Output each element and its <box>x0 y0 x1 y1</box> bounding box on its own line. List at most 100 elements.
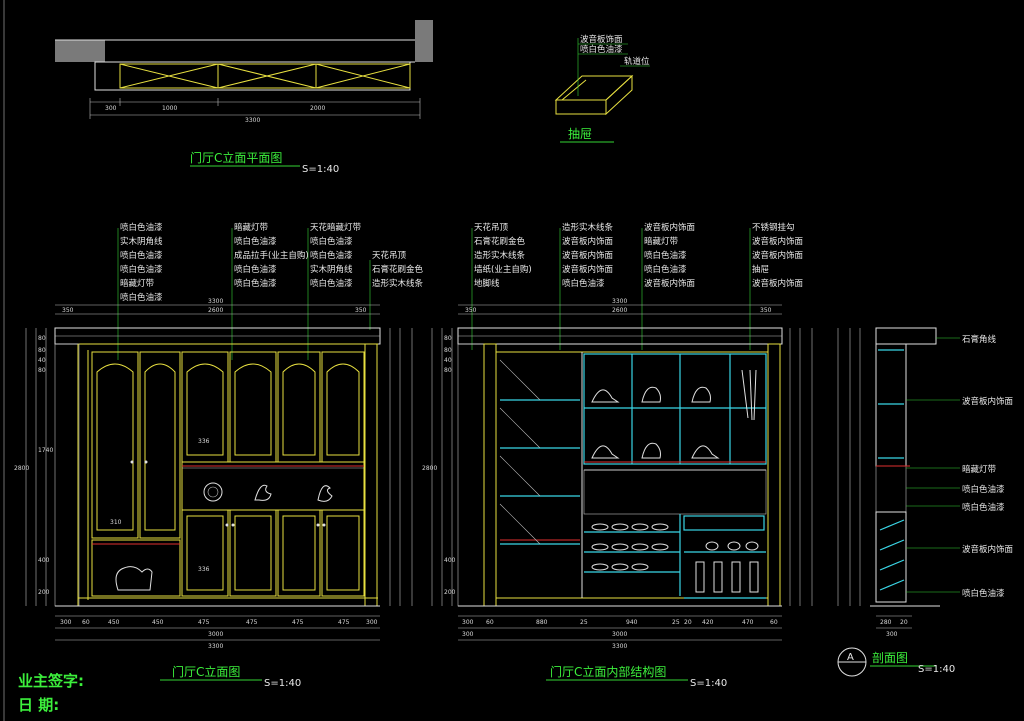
section-title: 剖面图 <box>872 651 908 665</box>
horse-ornament <box>254 484 272 501</box>
int-note: 抽屉 <box>752 264 769 275</box>
int-bottom-dim: 3300 <box>612 643 627 650</box>
owner-signature-label: 业主签字: <box>18 672 84 690</box>
int-left-dim: 80 <box>444 347 452 354</box>
elev-note: 喷白色油漆 <box>310 236 353 247</box>
int-top-dim: 3300 <box>612 298 627 305</box>
elevation-view: 喷白色油漆 实木阴角线 喷白色油漆 喷白色油漆 暗藏灯带 喷白色油漆 暗藏灯带 … <box>14 222 424 689</box>
elev-note: 喷白色油漆 <box>120 222 163 233</box>
int-top-dim: 350 <box>465 307 477 314</box>
drawer-note-1: 波音板饰面 <box>580 34 623 45</box>
elev-inner-dim: 336 <box>198 438 210 445</box>
sec-note: 石膏角线 <box>962 334 997 345</box>
sec-note: 喷白色油漆 <box>962 484 1005 495</box>
int-left-dim: 400 <box>444 557 456 564</box>
int-bottom-dim: 880 <box>536 619 548 626</box>
elev-top-dim-total: 3300 <box>208 298 223 305</box>
section-scale: S=1:40 <box>918 664 955 675</box>
elev-bottom-dim: 450 <box>108 619 120 626</box>
interior-notes-col4: 不锈钢挂勾 波音板内饰面 波音板内饰面 抽屉 波音板内饰面 <box>752 222 804 289</box>
int-left-dim: 200 <box>444 589 456 596</box>
int-note: 波音板内饰面 <box>752 250 804 261</box>
section-view: 石膏角线 波音板内饰面 暗藏灯带 喷白色油漆 喷白色油漆 波音板内饰面 喷白色油… <box>837 327 1014 677</box>
elev-top-dim-mid: 2600 <box>208 307 223 314</box>
int-bottom-dim: 20 <box>684 619 692 626</box>
int-left-dim: 2800 <box>422 465 437 472</box>
elev-note: 喷白色油漆 <box>120 292 163 303</box>
interior-notes-col3: 波音板内饰面 暗藏灯带 喷白色油漆 喷白色油漆 波音板内饰面 <box>644 222 696 289</box>
int-note: 波音板内饰面 <box>562 236 614 247</box>
elev-note: 暗藏灯带 <box>120 278 155 289</box>
plan-wall-left <box>55 40 105 62</box>
int-note: 喷白色油漆 <box>644 250 687 261</box>
int-top-dim: 350 <box>760 307 772 314</box>
elev-left-dim: 80 <box>38 335 46 342</box>
elev-bottom-dim: 475 <box>292 619 304 626</box>
int-note: 喷白色油漆 <box>562 278 605 289</box>
umbrella-hooks <box>741 369 757 421</box>
elev-left-dim: 2800 <box>14 465 29 472</box>
elev-left-dim: 400 <box>38 557 50 564</box>
plan-wall-right <box>415 20 433 62</box>
elevation-notes-col1: 喷白色油漆 实木阴角线 喷白色油漆 喷白色油漆 暗藏灯带 喷白色油漆 <box>120 222 163 303</box>
int-note: 暗藏灯带 <box>644 236 679 247</box>
drawer-note-3: 轨道位 <box>624 56 650 67</box>
int-note: 石膏花刷金色 <box>474 236 526 247</box>
int-note: 波音板内饰面 <box>562 250 614 261</box>
plan-view: 300 1000 2000 3300 门厅C立面平面图 S=1:40 <box>55 20 433 175</box>
elev-note: 喷白色油漆 <box>234 278 277 289</box>
elev-bottom-dim: 475 <box>198 619 210 626</box>
elev-left-dim: 80 <box>38 347 46 354</box>
elevation-notes-col2: 暗藏灯带 喷白色油漆 成品拉手(业主自购) 喷白色油漆 喷白色油漆 <box>234 222 309 289</box>
elev-left-dim: 200 <box>38 589 50 596</box>
sec-bottom-dim: 20 <box>900 619 908 626</box>
int-left-dim: 80 <box>444 367 452 374</box>
interior-view: 天花吊顶 石膏花刷金色 造形实木线条 墙纸(业主自购) 地脚线 造形实木线条 波… <box>422 222 813 689</box>
int-note: 波音板内饰面 <box>562 264 614 275</box>
elev-note: 实木阴角线 <box>310 264 353 275</box>
elev-note: 天花暗藏灯带 <box>310 222 362 233</box>
sec-note: 波音板内饰面 <box>962 544 1014 555</box>
elev-bottom-dim: 475 <box>338 619 350 626</box>
int-wallpaper-left <box>457 343 485 607</box>
int-bottom-dim: 60 <box>770 619 778 626</box>
sec-note: 波音板内饰面 <box>962 396 1014 407</box>
elev-note: 喷白色油漆 <box>120 264 163 275</box>
sec-note: 喷白色油漆 <box>962 588 1005 599</box>
int-note: 波音板内饰面 <box>644 222 696 233</box>
int-drawer <box>683 515 765 531</box>
lower-cabinet-doors <box>181 509 365 597</box>
interior-title: 门厅C立面内部结构图 <box>550 664 666 679</box>
plan-dim-2000: 2000 <box>310 105 325 112</box>
elev-note: 暗藏灯带 <box>234 222 269 233</box>
sec-note: 喷白色油漆 <box>962 502 1005 513</box>
elev-bottom-dim: 475 <box>246 619 258 626</box>
elev-note: 喷白色油漆 <box>310 278 353 289</box>
elev-left-dim: 80 <box>38 367 46 374</box>
elev-note: 喷白色油漆 <box>234 236 277 247</box>
elev-inner-dim: 310 <box>110 519 122 526</box>
elev-note: 成品拉手(业主自购) <box>234 250 309 261</box>
int-bottom-dim: 3000 <box>612 631 627 638</box>
interior-notes-col2: 造形实木线条 波音板内饰面 波音板内饰面 波音板内饰面 喷白色油漆 <box>562 222 614 289</box>
int-bottom-dim: 940 <box>626 619 638 626</box>
elev-top-dim-right: 350 <box>355 307 367 314</box>
int-note: 地脚线 <box>474 278 500 289</box>
elev-bottom-dim: 3000 <box>208 631 223 638</box>
lion-ornament <box>115 566 153 591</box>
sec-note: 暗藏灯带 <box>962 464 997 475</box>
sec-bottom-dim: 300 <box>886 631 898 638</box>
eagle-ornament <box>317 485 333 502</box>
elev-inner-dim: 336 <box>198 566 210 573</box>
drawer-detail: 波音板饰面 喷白色油漆 轨道位 抽屉 <box>554 34 650 143</box>
interior-scale: S=1:40 <box>690 678 727 689</box>
plan-title: 门厅C立面平面图 <box>190 150 282 165</box>
elev-top-dim-left: 350 <box>62 307 74 314</box>
int-bottom-dim: 300 <box>462 619 474 626</box>
elev-note: 造形实木线条 <box>372 278 424 289</box>
int-note: 造形实木线条 <box>474 250 526 261</box>
plan-scale: S=1:40 <box>302 164 339 175</box>
int-note: 不锈钢挂勾 <box>752 222 795 233</box>
elev-note: 喷白色油漆 <box>120 250 163 261</box>
int-note: 波音板内饰面 <box>752 278 804 289</box>
